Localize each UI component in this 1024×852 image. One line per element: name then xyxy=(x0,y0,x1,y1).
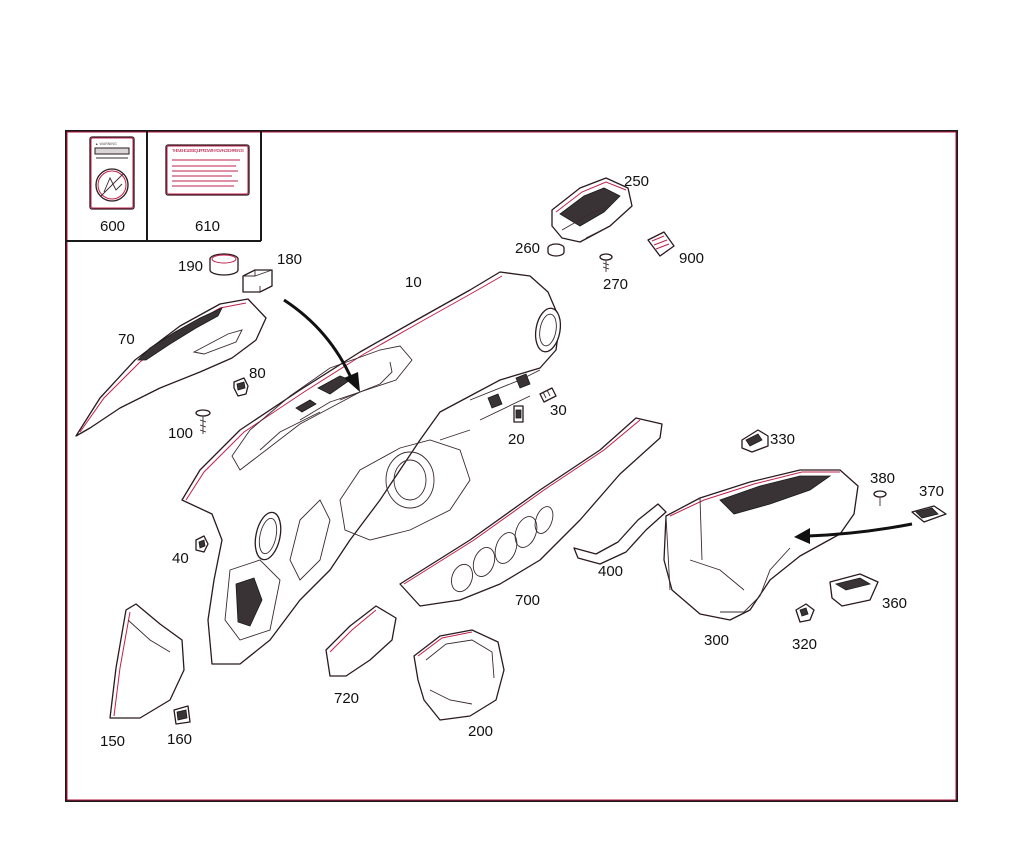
part-160-clip[interactable] xyxy=(173,705,191,725)
callout-270: 270 xyxy=(603,276,628,293)
part-190-cap[interactable] xyxy=(209,253,239,276)
callout-600: 600 xyxy=(100,218,125,235)
callout-150: 150 xyxy=(100,733,125,750)
part-900-label[interactable] xyxy=(647,231,675,257)
airbag-label-610[interactable]: THIS VEHICLE IS EQUIPPED WITH ADVANCED A… xyxy=(165,144,250,196)
callout-30: 30 xyxy=(550,402,567,419)
label-600-header: ▲ WARNING xyxy=(95,142,117,146)
assembly-arrow-right xyxy=(794,522,913,544)
callout-190: 190 xyxy=(178,258,203,275)
part-320-clip[interactable] xyxy=(795,603,815,623)
diagram-frame xyxy=(65,130,958,802)
callout-20: 20 xyxy=(508,431,525,448)
part-260-nut[interactable] xyxy=(547,243,565,257)
part-270-bolt[interactable] xyxy=(599,253,613,272)
callout-40: 40 xyxy=(172,550,189,567)
callout-400: 400 xyxy=(598,563,623,580)
callout-900: 900 xyxy=(679,250,704,267)
callout-260: 260 xyxy=(515,240,540,257)
part-200-bracket[interactable] xyxy=(413,629,505,721)
part-80-clip[interactable] xyxy=(233,377,249,397)
part-720-cover[interactable] xyxy=(325,605,397,677)
part-250-airbag-module[interactable] xyxy=(551,177,633,243)
callout-180: 180 xyxy=(277,251,302,268)
part-100-screw[interactable] xyxy=(195,409,211,434)
callout-700: 700 xyxy=(515,592,540,609)
part-20-clip[interactable] xyxy=(513,405,524,423)
part-400-hose[interactable] xyxy=(573,503,667,565)
callout-300: 300 xyxy=(704,632,729,649)
warning-label-600[interactable]: ▲ WARNING xyxy=(89,136,135,210)
part-180-bracket[interactable] xyxy=(242,269,273,293)
part-700-trim-strip[interactable] xyxy=(399,417,663,607)
callout-370: 370 xyxy=(919,483,944,500)
callout-100: 100 xyxy=(168,425,193,442)
part-330-latch[interactable] xyxy=(741,429,769,453)
part-40-clip[interactable] xyxy=(195,535,209,553)
callout-10: 10 xyxy=(405,274,422,291)
part-30-clip[interactable] xyxy=(539,387,557,403)
callout-80: 80 xyxy=(249,365,266,382)
part-10-dashboard-carrier[interactable] xyxy=(181,271,564,665)
part-70-top-cover[interactable] xyxy=(75,298,267,437)
callout-200: 200 xyxy=(468,723,493,740)
callout-labels: 600 610 10 20 30 40 70 80 100 150 160 18… xyxy=(100,173,944,750)
callout-380: 380 xyxy=(870,470,895,487)
callout-720: 720 xyxy=(334,690,359,707)
callout-330: 330 xyxy=(770,431,795,448)
assembly-arrow-left xyxy=(283,298,360,392)
part-360-light[interactable] xyxy=(829,573,879,607)
part-300-glovebox[interactable] xyxy=(663,469,859,621)
part-380-screw[interactable] xyxy=(873,490,887,506)
callout-360: 360 xyxy=(882,595,907,612)
part-370-switch[interactable] xyxy=(911,505,947,523)
callout-70: 70 xyxy=(118,331,135,348)
callout-250: 250 xyxy=(624,173,649,190)
callout-160: 160 xyxy=(167,731,192,748)
callout-610: 610 xyxy=(195,218,220,235)
part-150-side-panel[interactable] xyxy=(109,603,185,719)
callout-320: 320 xyxy=(792,636,817,653)
label-610-title: THIS VEHICLE IS EQUIPPED WITH ADVANCED A… xyxy=(172,148,244,153)
